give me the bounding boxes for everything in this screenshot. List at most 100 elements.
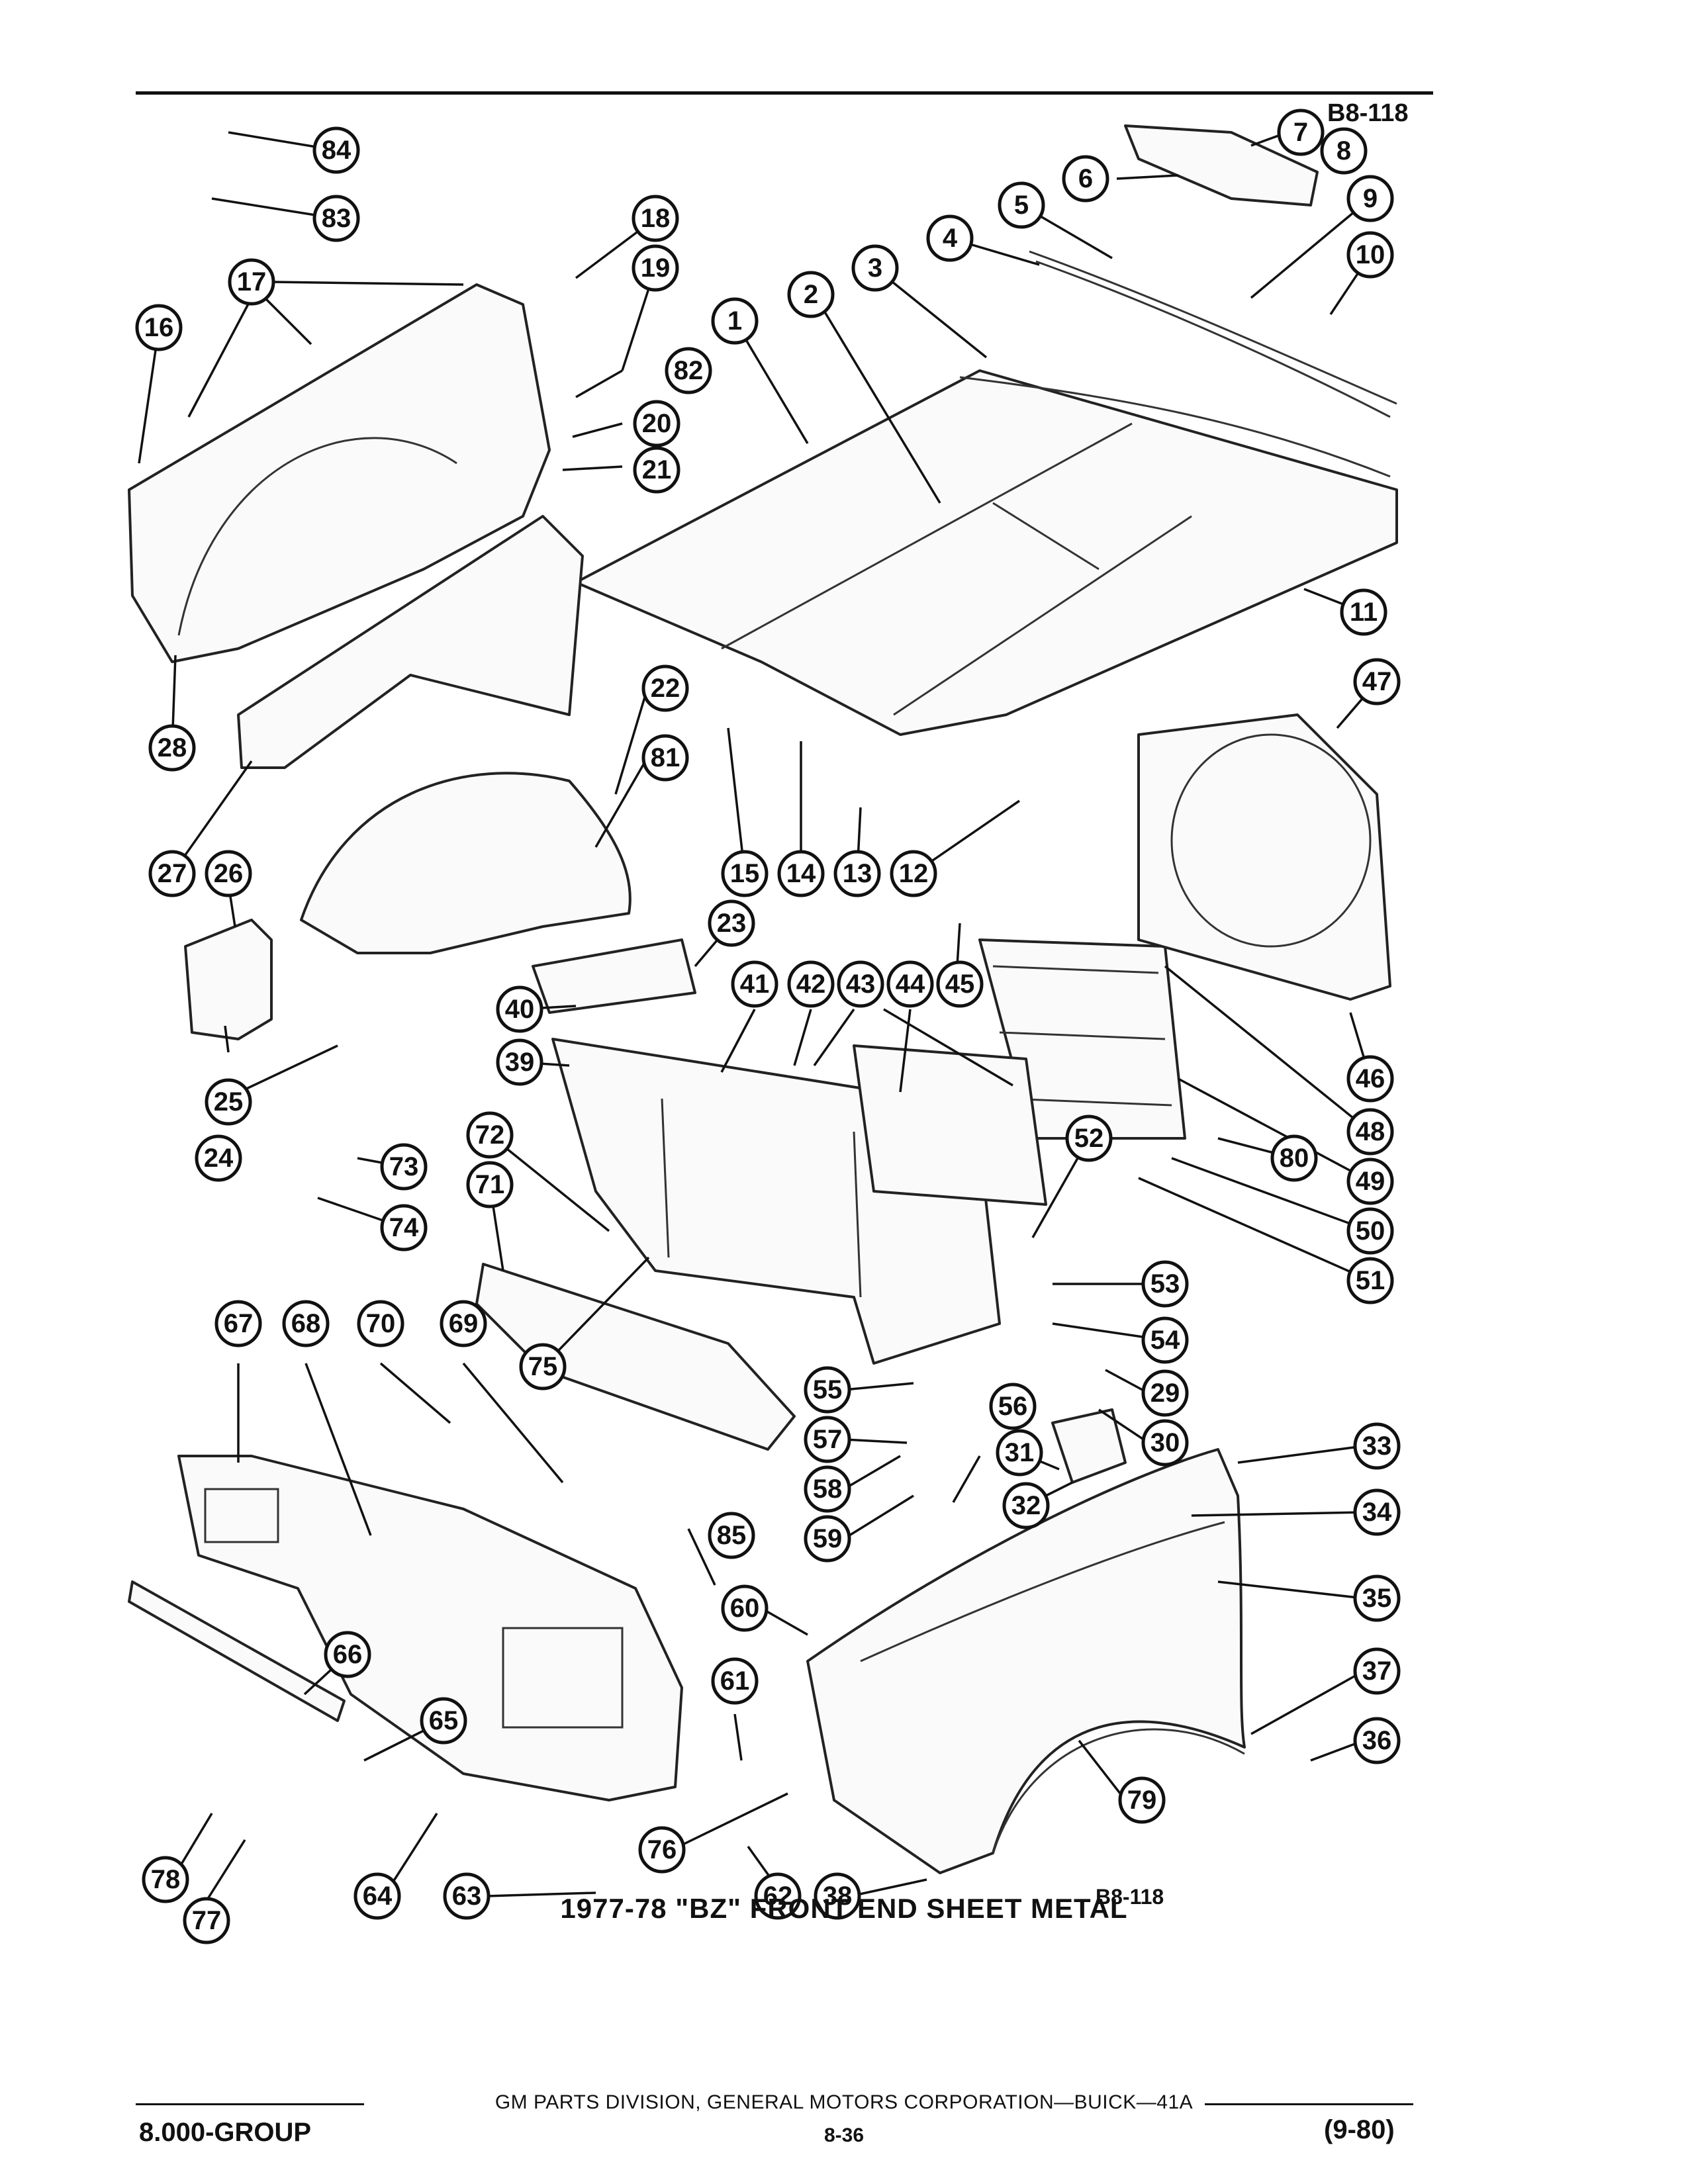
callout-40: 40 [496, 985, 543, 1033]
callout-63: 63 [443, 1872, 491, 1920]
svg-text:55: 55 [813, 1375, 843, 1404]
svg-text:36: 36 [1362, 1726, 1392, 1755]
svg-text:27: 27 [158, 859, 187, 888]
part-front-end-panel [177, 1455, 683, 1801]
callout-17: 17 [228, 258, 275, 306]
svg-text:14: 14 [786, 859, 816, 888]
svg-text:57: 57 [813, 1425, 843, 1454]
svg-text:5: 5 [1014, 191, 1029, 220]
svg-text:21: 21 [642, 455, 672, 484]
callout-73: 73 [380, 1143, 428, 1191]
callout-77: 77 [183, 1897, 230, 1944]
svg-text:74: 74 [389, 1213, 419, 1242]
callout-46: 46 [1346, 1055, 1394, 1103]
callout-79: 79 [1118, 1776, 1166, 1824]
callout-50: 50 [1346, 1207, 1394, 1255]
svg-text:6: 6 [1078, 164, 1093, 193]
callout-53: 53 [1141, 1260, 1189, 1308]
svg-text:46: 46 [1356, 1064, 1385, 1093]
callout-9: 9 [1346, 175, 1394, 222]
svg-text:19: 19 [641, 253, 671, 283]
callout-47: 47 [1353, 658, 1401, 705]
footer-date: (9-80) [1324, 2115, 1395, 2144]
callout-59: 59 [804, 1515, 851, 1563]
callout-65: 65 [420, 1697, 467, 1745]
svg-text:20: 20 [642, 409, 672, 438]
svg-text:59: 59 [813, 1524, 843, 1553]
svg-text:69: 69 [449, 1309, 479, 1338]
svg-text:54: 54 [1150, 1326, 1180, 1355]
callout-78: 78 [142, 1856, 189, 1903]
svg-text:16: 16 [144, 313, 174, 342]
svg-text:44: 44 [896, 970, 925, 999]
callout-82: 82 [665, 347, 712, 394]
svg-text:49: 49 [1356, 1167, 1385, 1196]
svg-text:37: 37 [1362, 1657, 1392, 1686]
callout-71: 71 [466, 1161, 514, 1208]
callout-67: 67 [214, 1300, 262, 1347]
callout-12: 12 [890, 850, 937, 897]
svg-text:75: 75 [528, 1352, 558, 1381]
svg-text:15: 15 [730, 859, 760, 888]
callout-31: 31 [996, 1429, 1043, 1477]
svg-text:39: 39 [505, 1048, 535, 1077]
svg-text:76: 76 [647, 1835, 677, 1864]
svg-text:58: 58 [813, 1475, 843, 1504]
footer-group: 8.000-GROUP [139, 2118, 312, 2147]
svg-text:32: 32 [1011, 1491, 1041, 1520]
callout-21: 21 [633, 446, 680, 494]
callout-28: 28 [148, 724, 196, 772]
svg-text:40: 40 [505, 995, 535, 1024]
svg-text:12: 12 [899, 859, 929, 888]
part-cowl-vent-grille [1124, 124, 1319, 206]
svg-text:60: 60 [730, 1594, 760, 1623]
svg-text:79: 79 [1127, 1786, 1157, 1815]
callout-34: 34 [1353, 1488, 1401, 1536]
svg-text:26: 26 [214, 859, 244, 888]
callout-2: 2 [787, 271, 835, 318]
figure-title: 1977-78 "BZ" FRONT END SHEET METAL [560, 1893, 1128, 1924]
svg-text:11: 11 [1350, 598, 1378, 627]
callout-55: 55 [804, 1366, 851, 1414]
callout-68: 68 [282, 1300, 330, 1347]
callout-23: 23 [708, 899, 755, 947]
svg-text:56: 56 [998, 1392, 1028, 1421]
callout-51: 51 [1346, 1257, 1394, 1304]
callout-56: 56 [989, 1383, 1037, 1430]
svg-text:85: 85 [717, 1521, 747, 1550]
callout-22: 22 [641, 664, 689, 712]
callout-30: 30 [1141, 1419, 1189, 1467]
callout-37: 37 [1353, 1647, 1401, 1695]
part-fan-shroud [1137, 713, 1391, 1001]
svg-text:10: 10 [1356, 240, 1385, 269]
part-inner-wheelhouse [300, 772, 632, 954]
callout-11: 11 [1340, 588, 1387, 636]
callout-41: 41 [731, 960, 778, 1008]
svg-text:51: 51 [1356, 1266, 1385, 1295]
svg-text:1: 1 [727, 306, 742, 336]
callout-60: 60 [721, 1584, 769, 1632]
svg-text:13: 13 [843, 859, 872, 888]
callout-42: 42 [787, 960, 835, 1008]
svg-text:42: 42 [796, 970, 826, 999]
callout-75: 75 [519, 1343, 567, 1390]
svg-text:8: 8 [1336, 136, 1351, 165]
svg-text:72: 72 [475, 1120, 505, 1150]
svg-text:29: 29 [1150, 1379, 1180, 1408]
callout-5: 5 [998, 181, 1045, 229]
callout-84: 84 [312, 126, 360, 174]
part-washer-bottle [1051, 1408, 1127, 1484]
callout-43: 43 [837, 960, 884, 1008]
svg-text:28: 28 [158, 733, 187, 762]
svg-text:81: 81 [651, 743, 680, 772]
svg-text:23: 23 [717, 909, 747, 938]
part-condenser [853, 1044, 1047, 1206]
svg-text:82: 82 [674, 356, 704, 385]
svg-text:41: 41 [740, 970, 770, 999]
part-coolant-reservoir [184, 919, 273, 1040]
callout-15: 15 [721, 850, 769, 897]
svg-text:61: 61 [720, 1666, 750, 1696]
callout-13: 13 [833, 850, 881, 897]
svg-text:78: 78 [151, 1865, 181, 1894]
